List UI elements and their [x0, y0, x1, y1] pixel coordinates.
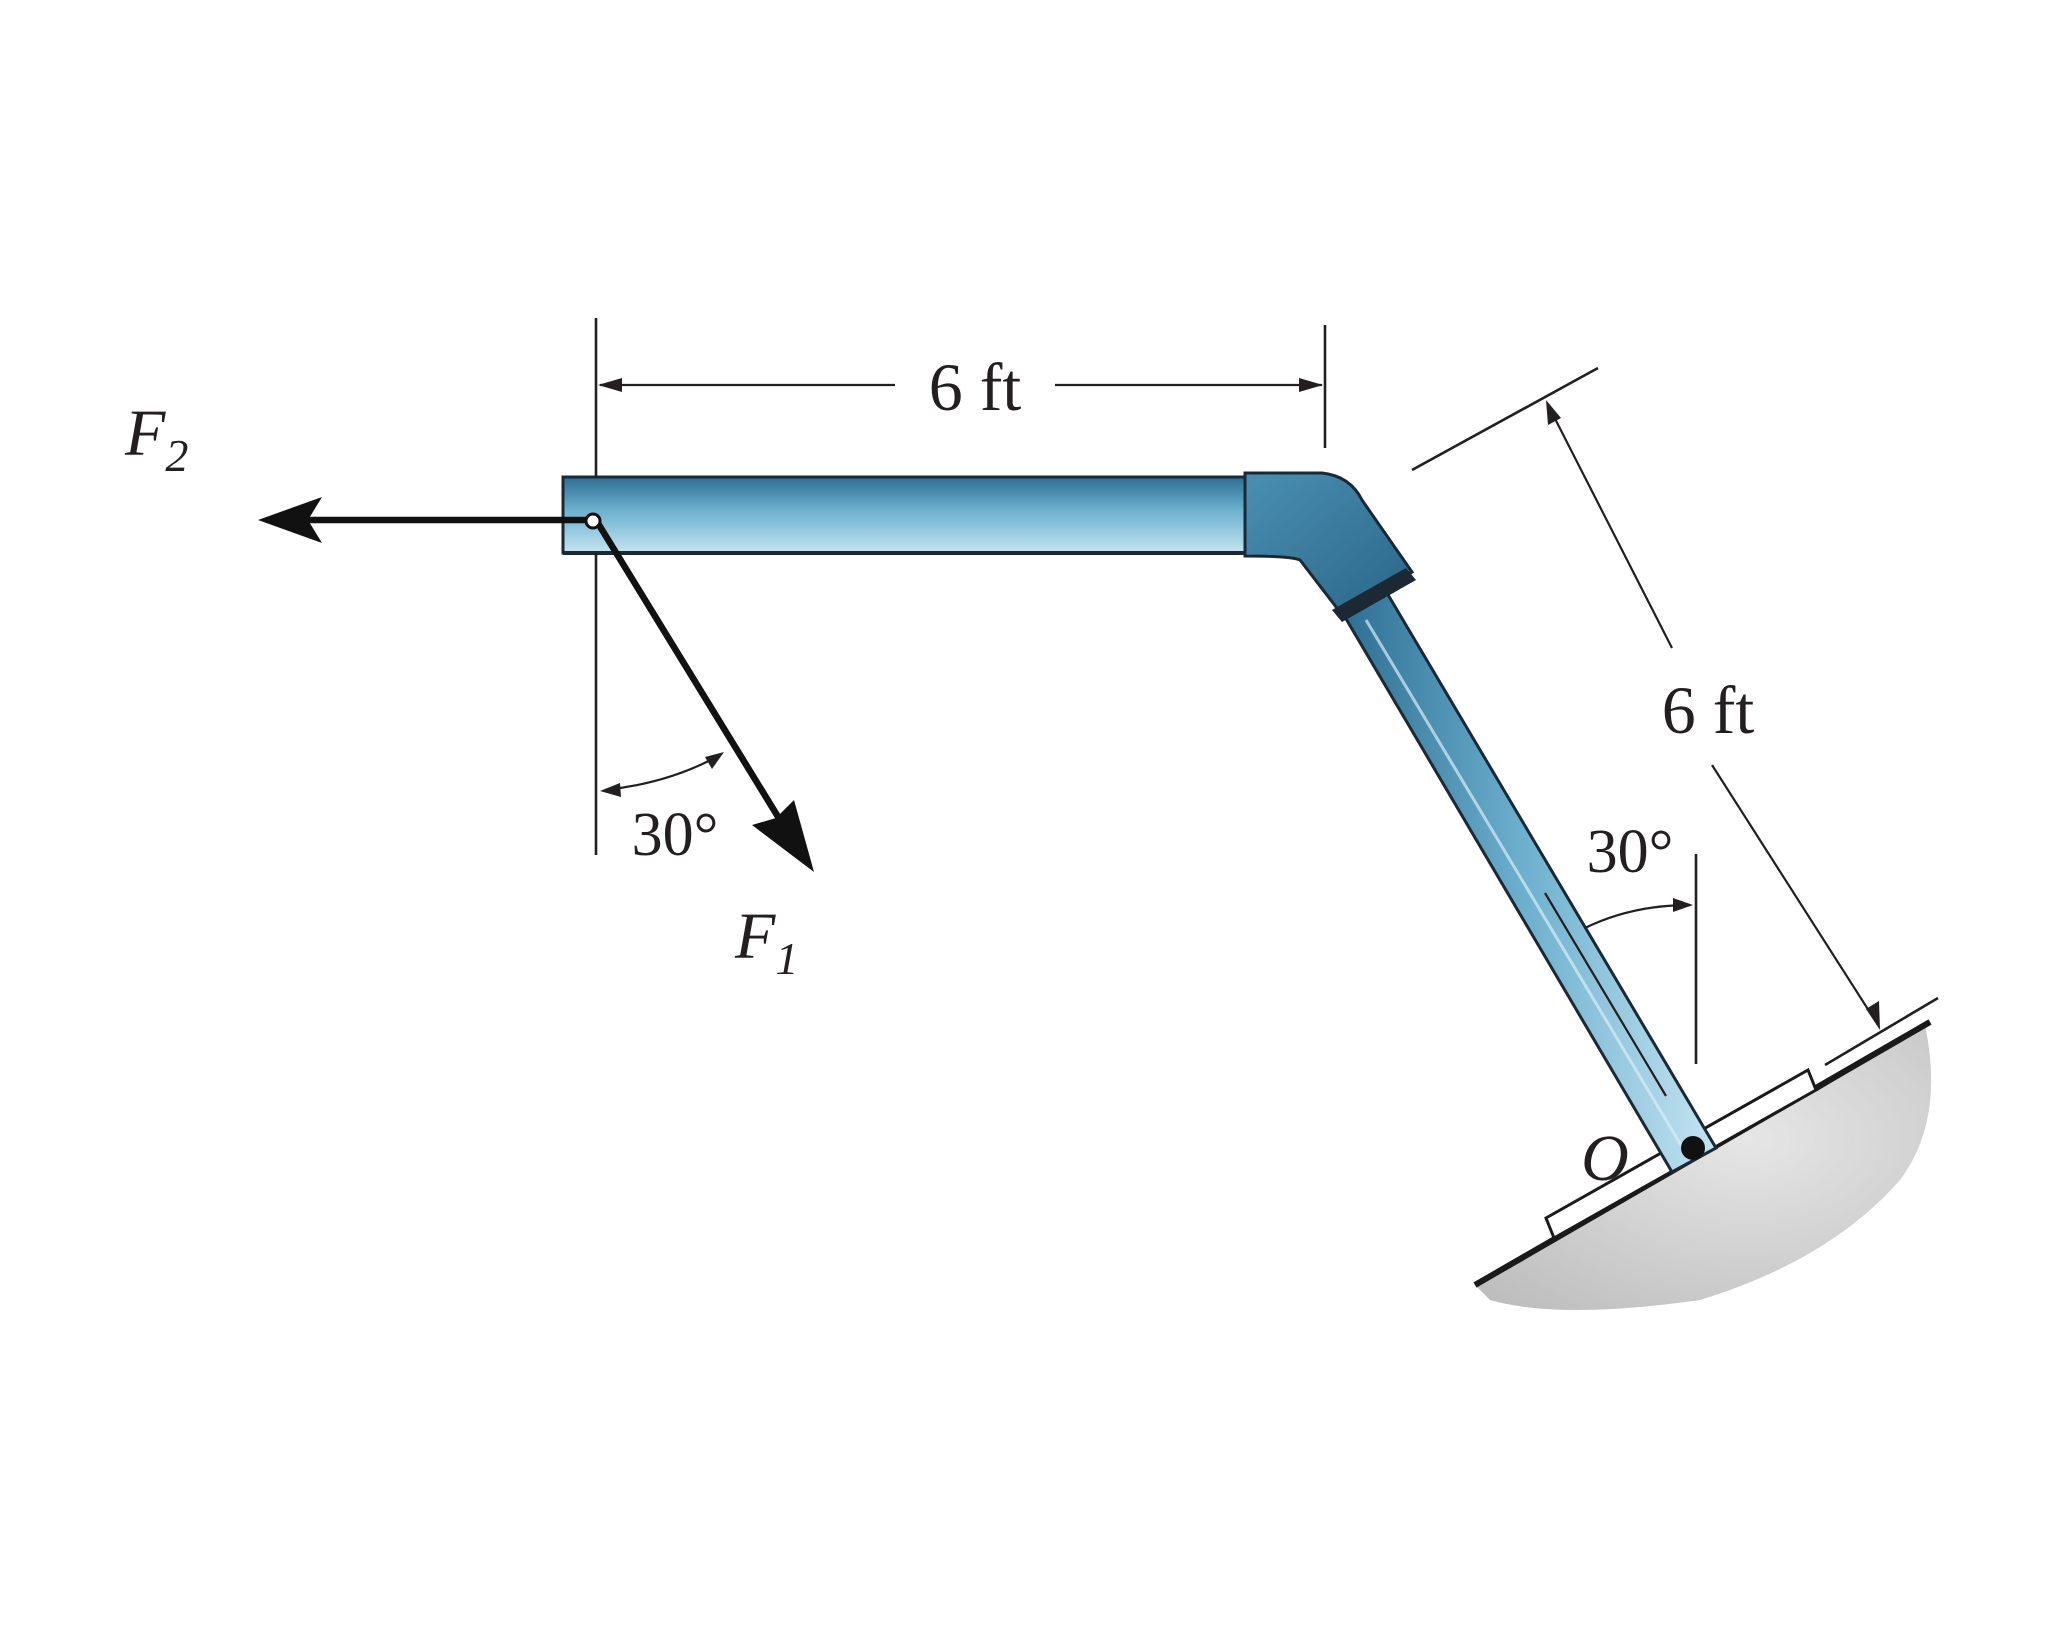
ground-support	[1473, 1019, 1932, 1310]
dim-inclined-line-lower	[1711, 764, 1879, 1026]
horizontal-pipe	[561, 475, 1250, 555]
pipe-elbow	[1243, 471, 1416, 622]
origin-dot	[1681, 1136, 1705, 1160]
dim-arrow-left	[598, 378, 622, 392]
dimension-horizontal: 6 ft	[594, 318, 1327, 855]
dimension-label-horizontal: 6 ft	[929, 349, 1022, 425]
dim-arrow-right	[1299, 378, 1323, 392]
dim-arrow-bottom	[1866, 1001, 1880, 1030]
force-f1-letter: F	[734, 900, 776, 973]
force-f2-subscript: 2	[165, 430, 188, 481]
inclined-pipe-highlight	[1364, 619, 1692, 1161]
dimension-label-inclined: 6 ft	[1662, 672, 1755, 748]
member-axis-extension	[1544, 892, 1667, 1097]
origin-point: O	[1581, 1122, 1705, 1195]
force-f1-arrowhead	[752, 800, 814, 872]
angle-member: 30°	[1544, 818, 1698, 1097]
force-f1-label: F1	[734, 900, 798, 984]
angle-arc-force-arrow-right	[705, 752, 724, 769]
horizontal-pipe-body	[561, 475, 1250, 555]
force-f2: F2	[124, 397, 590, 543]
force-f2-label: F2	[124, 397, 188, 481]
pin-joint	[584, 512, 602, 530]
angle-arc-force	[604, 754, 721, 792]
ground-fill	[1475, 1025, 1932, 1310]
force-f2-letter: F	[124, 397, 166, 470]
angle-label-member: 30°	[1587, 818, 1674, 886]
elbow-collar	[1332, 568, 1416, 622]
force-f1-subscript: 1	[775, 933, 798, 984]
extension-line-bottom	[1824, 996, 1939, 1067]
dim-arrow-top	[1546, 400, 1561, 425]
angle-force: 30°	[600, 752, 724, 869]
ground-top-line	[1815, 1020, 1931, 1092]
dim-inclined-line-upper	[1547, 404, 1673, 649]
force-f2-arrowhead	[258, 497, 322, 543]
force-f1-shaft	[593, 518, 783, 822]
extension-line-top	[1411, 366, 1599, 472]
origin-label: O	[1581, 1122, 1629, 1195]
angle-label-force: 30°	[632, 801, 719, 869]
dimension-inclined: 6 ft	[1411, 366, 1939, 1067]
angle-arc-member-arrow	[1673, 898, 1693, 912]
force-f1: F1	[593, 518, 814, 984]
angle-arc-force-arrow-left	[600, 783, 621, 797]
